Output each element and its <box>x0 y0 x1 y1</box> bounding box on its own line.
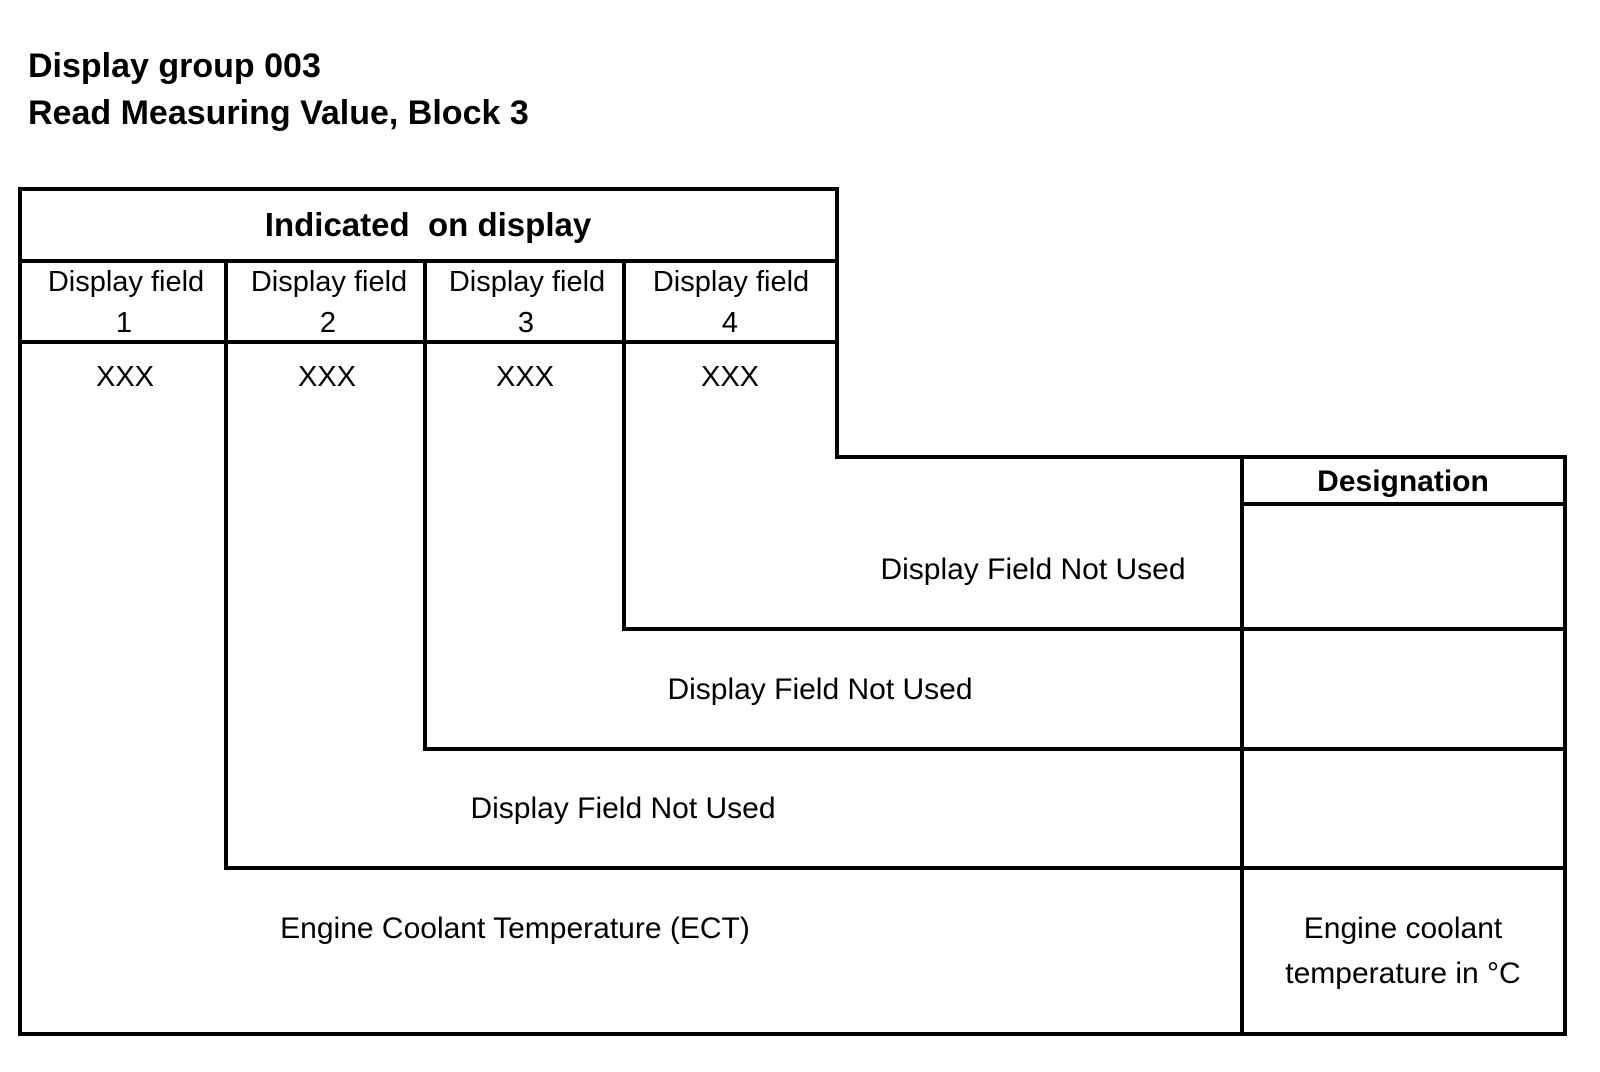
field-number: 3 <box>518 307 534 339</box>
row-description-field-1: Engine Coolant Temperature (ECT) <box>280 912 750 945</box>
title-line-2: Read Measuring Value, Block 3 <box>28 94 529 132</box>
field-header-1: Display field 1 <box>48 266 204 339</box>
row-description-field-2: Display Field Not Used <box>470 792 775 825</box>
field-header-3: Display field 3 <box>449 266 605 339</box>
designation-header: Designation <box>1317 465 1489 498</box>
designation-field-1-line-2: temperature in °C <box>1285 957 1520 990</box>
field-value-1: XXX <box>96 361 154 393</box>
title-line-1: Display group 003 <box>28 47 321 85</box>
field-value-2: XXX <box>298 361 356 393</box>
row-description-field-4: Display Field Not Used <box>880 553 1185 586</box>
field-header-2: Display field 2 <box>251 266 407 339</box>
field-value-4: XXX <box>701 361 759 393</box>
indicated-on-display-header: Indicated on display <box>265 206 592 243</box>
field-label: Display field <box>48 266 204 298</box>
designation-field-1-line-1: Engine coolant <box>1304 912 1503 945</box>
table-frame <box>18 187 1567 1036</box>
row-description-field-3: Display Field Not Used <box>667 673 972 706</box>
field-value-3: XXX <box>496 361 554 393</box>
field-number: 1 <box>116 307 132 339</box>
field-label: Display field <box>653 266 809 298</box>
field-number: 2 <box>320 307 336 339</box>
field-header-4: Display field 4 <box>653 266 809 339</box>
field-label: Display field <box>251 266 407 298</box>
field-label: Display field <box>449 266 605 298</box>
field-number: 4 <box>722 307 738 339</box>
